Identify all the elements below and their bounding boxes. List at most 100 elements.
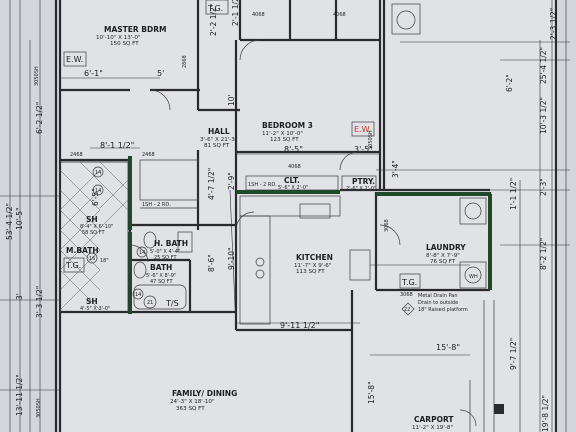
dim-3-4: 3'-4" xyxy=(391,160,400,178)
ptry-name: PTRY. xyxy=(352,177,375,186)
ts-label: T/S xyxy=(165,299,179,308)
dim-3050sh-left: 3050SH xyxy=(34,66,40,86)
dim-3050sh-bottom: 3050SH xyxy=(36,398,42,418)
dim-2-3: 2'-3" xyxy=(539,178,548,196)
sh2-size: 4'-5" X 3'-0" xyxy=(80,306,110,312)
dim-19-8: 19'-8 1/2" xyxy=(541,395,550,432)
tg-label-3: T.G. xyxy=(401,278,417,287)
dim-3-3: 3'-3 1/2" xyxy=(35,286,44,318)
drain-note-2: Drain to outside xyxy=(418,300,458,306)
dim-2468b: 2468 xyxy=(142,152,155,158)
dim-6-2b: 6'-2" xyxy=(505,74,514,92)
bath-area: 47 SQ FT xyxy=(150,279,173,285)
ptry-size: 2'-6" X 2'-0" xyxy=(346,186,376,192)
ew-label-2: E.W. xyxy=(354,125,371,134)
tag-14d: 14 xyxy=(135,292,141,298)
dim-3: 3' xyxy=(15,293,24,300)
bath-size: 5'-6" X 8'-9" xyxy=(146,273,176,279)
dim-1-1: 1'-1 1/2" xyxy=(509,178,518,210)
room-labels: MASTER BDRM 10'-10" X 13'-0" 150 SQ FT H… xyxy=(66,25,466,431)
dim-2868: 2868 xyxy=(182,55,188,68)
mbath-area: 18" xyxy=(100,258,109,264)
shelf-label-1: 1SH - 2 RD. xyxy=(142,202,171,208)
sh2-name: SH xyxy=(86,297,98,306)
hall-size: 3'-6" X 21'-3" xyxy=(200,137,238,143)
dim-9-7: 9'-7 1/2" xyxy=(509,338,518,370)
hall-area: 81 SQ FT xyxy=(204,143,230,149)
dim-2-1: 2'-1 1/2" xyxy=(231,0,240,26)
dim-3050sh-right: 3050SH xyxy=(368,130,374,150)
tag-22: 22 xyxy=(404,307,410,313)
dim-8-6: 8'-6" xyxy=(207,254,216,272)
dim-2-2: 2'-2 1/2" xyxy=(209,4,218,36)
fixtures xyxy=(59,3,504,432)
hbath-size: 5'-0" X 4'-4" xyxy=(150,249,180,255)
tag-14c: 14 xyxy=(139,250,145,256)
dim-6-1: 6'-1" xyxy=(84,69,103,78)
hbath-area: 25 SQ FT xyxy=(154,255,177,261)
kitchen-area: 113 SQ FT xyxy=(296,269,325,275)
master-area: 150 SQ FT xyxy=(110,41,139,47)
dim-15-8: 15'-8" xyxy=(367,381,376,404)
tag-14a: 14 xyxy=(95,170,101,176)
family-size: 24'-3" X 18'-10" xyxy=(170,399,215,405)
bedroom3-size: 11'-2" X 10'-0" xyxy=(262,131,303,137)
tag-14b: 14 xyxy=(95,188,101,194)
mbath-name: M.BATH xyxy=(66,246,99,255)
tag-21: 21 xyxy=(147,300,153,306)
dim-5: 5' xyxy=(157,69,164,78)
dim-3-5: 3'-5" xyxy=(354,145,373,154)
dimension-labels: 6'-1" 5' 8'-1 1/2" 2468 2468 8'-5" 3'-5"… xyxy=(70,12,460,352)
master-size: 10'-10" X 13'-0" xyxy=(96,35,141,41)
callout-boxes: E.W. E.W. T.G. T.G. T.G. T/S WH 1SH - 2 … xyxy=(63,0,478,313)
dim-4068c: 4068 xyxy=(252,12,265,18)
dim-15-8-label: 15'-8" xyxy=(436,343,460,352)
shelf-label-2: 1SH - 2 RD. xyxy=(248,182,277,188)
bedroom3-area: 123 SQ FT xyxy=(270,137,299,143)
dim-25-4: 25'-4 1/2" xyxy=(539,47,548,84)
bedroom3-name: BEDROOM 3 xyxy=(262,121,313,130)
shower-name: SH xyxy=(86,215,98,224)
tag-16: 16 xyxy=(89,256,95,262)
fixture-tags: 14 14 16 14 21 14 22 xyxy=(86,166,415,316)
shower-area: 58 SQ FT xyxy=(82,230,105,236)
dim-6-5: 6'-5" xyxy=(91,188,100,206)
laundry-name: LAUNDRY xyxy=(426,243,466,252)
dim-4068b: 4068 xyxy=(333,12,346,18)
dim-10-3: 10'-3 1/2" xyxy=(539,97,548,134)
dim-4-7: 4'-7 1/2" xyxy=(207,168,216,200)
carport-name: CARPORT xyxy=(414,415,454,424)
hbath-name: H. BATH xyxy=(154,239,188,248)
dim-2468a: 2468 xyxy=(70,152,83,158)
dim-8-1: 8'-1 1/2" xyxy=(100,141,134,150)
dim-3068a: 3068 xyxy=(400,292,413,298)
dim-10: 10' xyxy=(227,94,236,106)
dim-6-2: 6'-2 1/2" xyxy=(35,102,44,134)
dim-2-9: 2'-9" xyxy=(227,172,236,190)
dim-10-5: 10'-5" xyxy=(15,207,24,230)
master-name: MASTER BDRM xyxy=(104,25,166,34)
family-area: 363 SQ FT xyxy=(176,406,205,412)
shower-size: 8'-4" X 6'-10" xyxy=(80,224,113,230)
wh-label: WH xyxy=(469,274,478,280)
vertical-dimension-labels: 53'-4 1/2" 10'-5" 6'-2 1/2" 3' 3'-3 1/2"… xyxy=(5,0,558,432)
kitchen-name: KITCHEN xyxy=(296,253,333,262)
bath-name: BATH xyxy=(150,263,172,272)
dim-13-11: 13'-11 1/2" xyxy=(15,374,24,416)
dim-3068b: 3068 xyxy=(384,219,390,232)
clt-size: 5'-6" X 2'-0" xyxy=(278,185,308,191)
carport-size: 11'-2" X 19'-8" xyxy=(412,425,453,431)
dim-8-5: 8'-5" xyxy=(284,145,303,154)
dim-9-10: 9'-10" xyxy=(227,247,236,270)
clt-name: CLT. xyxy=(284,176,300,185)
structural-walls xyxy=(128,156,492,314)
dim-4068a: 4068 xyxy=(288,164,301,170)
laundry-size: 8'-8" X 7'-9" xyxy=(426,253,460,259)
tg-label-1: T.G. xyxy=(207,4,223,13)
dim-8-2: 8'-2 1/2" xyxy=(539,238,548,270)
ew-label-1: E.W. xyxy=(66,55,83,64)
dim-9-11: 9'-11 1/2" xyxy=(280,321,319,330)
drain-note-1: Metal Drain Pan xyxy=(418,293,458,299)
laundry-area: 76 SQ FT xyxy=(430,259,456,265)
